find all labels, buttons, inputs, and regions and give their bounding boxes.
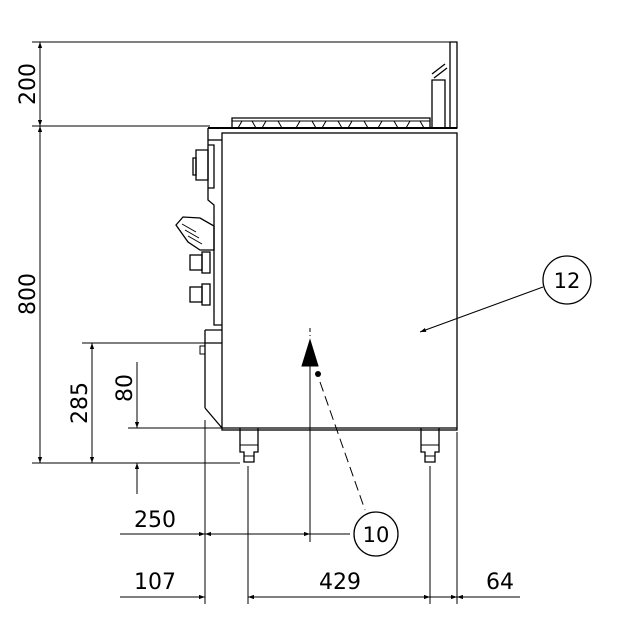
dim-429-label: 429 — [319, 570, 361, 595]
rear-foot — [420, 428, 440, 463]
callout-10-label: 10 — [363, 523, 390, 547]
dim-80: 80 — [113, 362, 140, 494]
dim-250-label: 250 — [134, 508, 176, 533]
gas-inlet-marker — [301, 328, 321, 377]
dim-64-label: 64 — [486, 570, 514, 595]
extension-lines-bottom — [204, 360, 458, 604]
dim-800-label: 800 — [16, 273, 41, 315]
dim-800: 800 — [16, 126, 43, 463]
dim-64: 64 — [430, 570, 520, 600]
dim-200-label: 200 — [16, 63, 41, 105]
dim-285: 285 — [68, 343, 95, 463]
dim-285-label: 285 — [68, 382, 93, 424]
dim-429: 429 — [248, 570, 430, 600]
appliance-body — [175, 41, 458, 431]
callout-12: 12 — [419, 255, 592, 333]
front-foot — [239, 428, 259, 463]
extension-lines-left — [32, 41, 450, 464]
dim-250: 250 — [120, 508, 350, 537]
dim-107-label: 107 — [134, 570, 176, 595]
dim-80-label: 80 — [113, 374, 138, 402]
callout-12-label: 12 — [554, 269, 581, 293]
dim-200: 200 — [16, 42, 43, 126]
dim-107: 107 — [120, 570, 205, 600]
callout-10: 10 — [319, 381, 399, 557]
